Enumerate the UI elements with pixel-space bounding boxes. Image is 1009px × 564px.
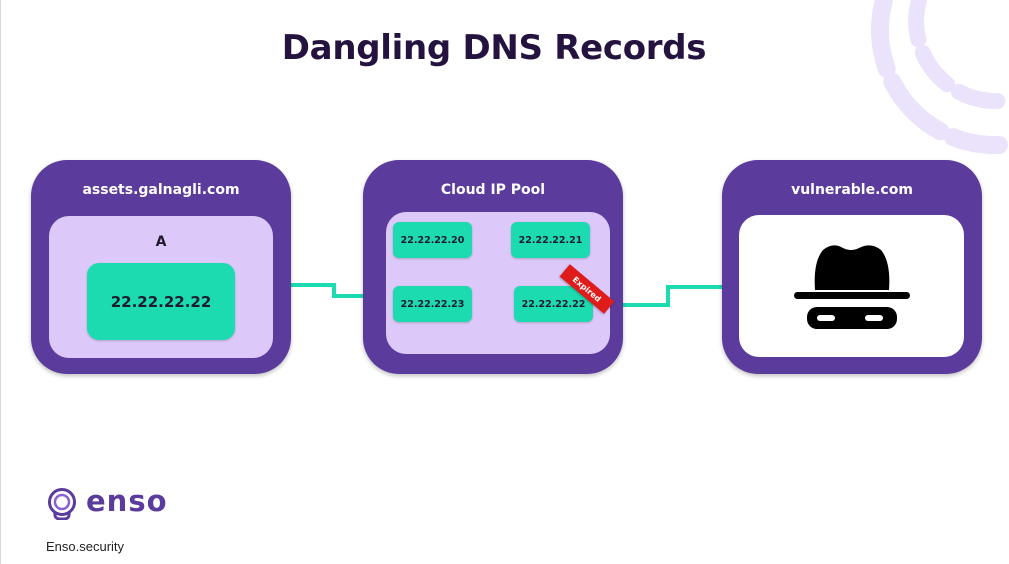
brand-name: enso: [86, 484, 168, 518]
record-type-label: A: [155, 234, 167, 250]
decorative-arcs: [871, 0, 1009, 155]
cloud-ip-pool-card: Cloud IP Pool: [363, 160, 623, 374]
hacker-icon: [794, 245, 910, 329]
attacker-panel: [739, 215, 964, 357]
pool-ip-chip: 22.22.22.21: [511, 222, 590, 258]
brand-site: Enso.security: [46, 539, 125, 554]
page-title: Dangling DNS Records: [281, 28, 707, 68]
enso-logo-icon: [48, 488, 76, 520]
a-record-panel: A 22.22.22.22: [49, 216, 273, 358]
domain-card-title: assets.galnagli.com: [82, 182, 240, 198]
vulnerable-card: vulnerable.com: [722, 160, 982, 374]
vulnerable-card-title: vulnerable.com: [791, 182, 913, 198]
cloud-ip-pool-title: Cloud IP Pool: [440, 182, 546, 198]
a-record-ip: 22.22.22.22: [87, 263, 235, 340]
left-border: [0, 0, 1, 564]
pool-ip-chip: 22.22.22.20: [393, 222, 472, 258]
domain-card: assets.galnagli.com A 22.22.22.22: [31, 160, 291, 374]
pool-ip-chip: 22.22.22.23: [393, 286, 472, 322]
connector-pool-to-vulnerable: [600, 285, 740, 307]
